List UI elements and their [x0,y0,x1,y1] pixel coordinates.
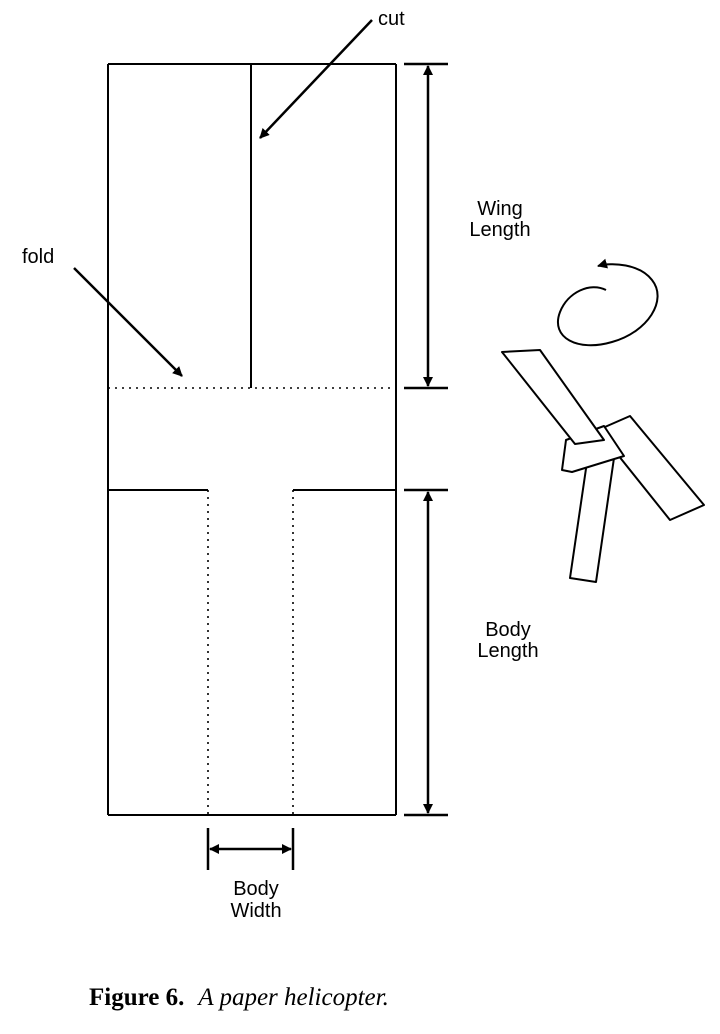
body-width-label-line1: Body [233,878,279,900]
figure-caption: Figure 6. A paper helicopter. [89,984,389,1011]
helicopter-body [569,454,615,583]
figure-number: Figure 6. [89,984,184,1011]
helicopter-wing-right [597,415,705,521]
body-length-label-line2: Length [477,640,538,662]
cut-arrow [259,19,373,139]
figure-title: A paper helicopter. [196,984,388,1011]
wing-length-label-line2: Length [469,219,530,241]
body-width-dimension [206,828,295,870]
fold-arrow [73,267,183,377]
body-length-dimension [404,488,448,817]
body-width-label-line2: Width [230,900,281,922]
spin-indicator [557,258,659,347]
wing-length-label-line1: Wing [477,198,523,220]
helicopter-wing-left [501,349,605,445]
cut-label: cut [378,8,405,30]
paper-template [107,63,397,816]
body-length-label-line1: Body [485,619,531,641]
fold-lines [108,387,396,815]
fold-label: fold [22,246,54,268]
wing-length-dimension [404,62,448,390]
rotation-loop [557,258,659,347]
folded-helicopter-illustration [501,349,705,583]
